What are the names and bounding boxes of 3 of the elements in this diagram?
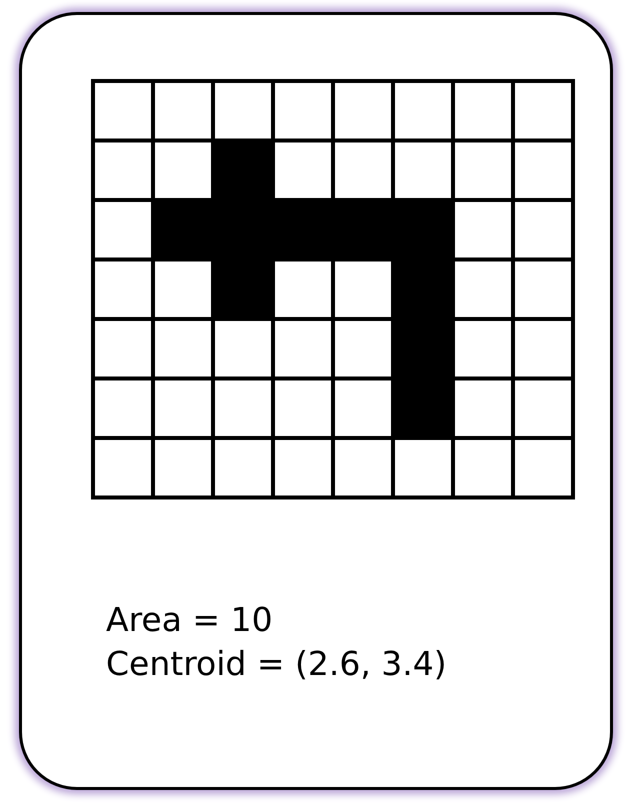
rounded-card	[19, 12, 613, 790]
result-text: Centroid = (2.6, 3.4)	[106, 644, 447, 684]
result-text: Area = 10	[106, 600, 273, 640]
